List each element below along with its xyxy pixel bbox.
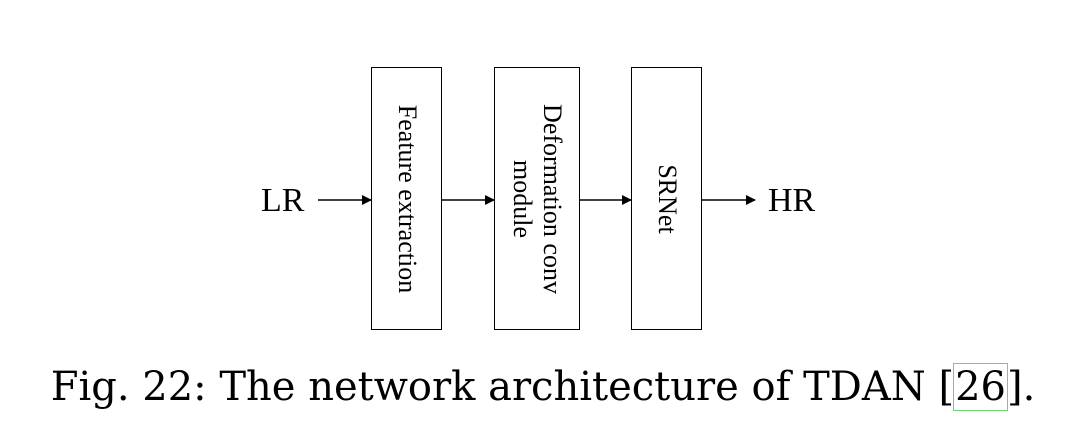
caption-suffix: ].	[1006, 364, 1036, 410]
output-label-hr: HR	[768, 182, 816, 219]
deformation-conv-block: Deformation conv module	[494, 67, 580, 330]
srnet-block: SRNet	[631, 67, 702, 330]
deformation-conv-line-2: module	[508, 159, 537, 238]
srnet-line-1: SRNet	[652, 163, 682, 234]
deformation-conv-label: Deformation conv module	[507, 104, 567, 294]
srnet-label: SRNet	[652, 164, 682, 233]
figure-caption: Fig. 22: The network architecture of TDA…	[0, 362, 1086, 412]
input-label-lr: LR	[261, 182, 305, 219]
feature-extraction-block: Feature extraction	[371, 67, 442, 330]
feature-extraction-label: Feature extraction	[392, 104, 422, 292]
deformation-conv-line-1: Deformation conv	[538, 103, 567, 294]
caption-prefix: Fig. 22: The network architecture of TDA…	[50, 364, 955, 410]
citation-link[interactable]: 26	[953, 363, 1008, 411]
feature-extraction-line-1: Feature extraction	[392, 104, 422, 293]
